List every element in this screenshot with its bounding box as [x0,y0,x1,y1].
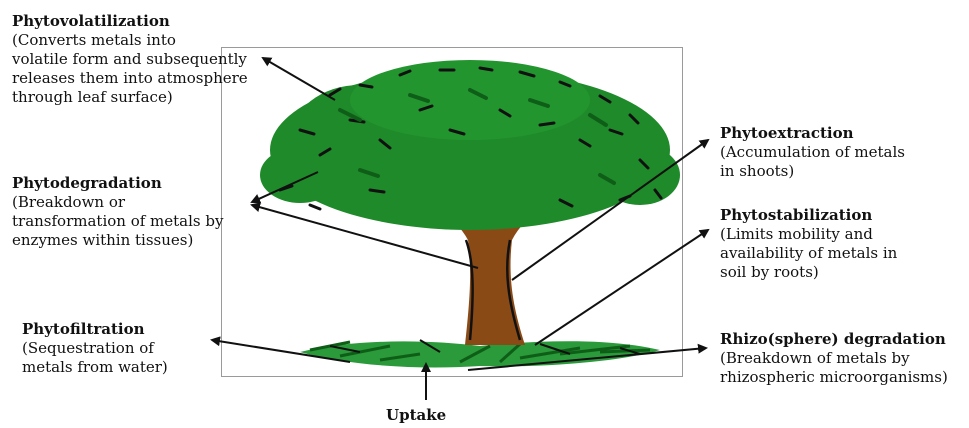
label-desc-line: (Converts metals into [12,31,176,49]
label-title: Phytostabilization [720,206,873,224]
arrow-phytostabilization [534,228,710,346]
label-desc-line: releases them into atmosphere [12,69,248,87]
label-desc-line: (Breakdown of metals by [720,349,910,367]
arrow-phytofiltration [210,336,351,363]
label-desc-line: availability of metals in [720,244,898,262]
label-phytostabilization: Phytostabilization (Limits mobility and … [720,206,897,282]
label-title: Rhizo(sphere) degradation [720,330,946,348]
label-title: Phytoextraction [720,124,854,142]
label-phytovolatilization: Phytovolatilization (Converts metals int… [12,12,248,107]
label-title: Phytofiltration [22,320,145,338]
arrow-phytoextraction [511,138,710,281]
arrow-phytovolatilization [261,56,336,101]
label-desc-line: (Accumulation of metals [720,143,905,161]
label-desc-line: (Breakdown or [12,193,126,211]
process-arrows [210,56,710,400]
label-desc-line: through leaf surface) [12,88,173,106]
label-phytodegradation: Phytodegradation (Breakdown or transform… [12,174,223,250]
arrow-rhizodegradation [467,343,708,371]
label-desc-line: (Sequestration of [22,339,154,357]
tree-image-frame [221,47,683,377]
label-title: Phytovolatilization [12,12,170,30]
label-uptake: Uptake [386,406,446,425]
arrow-phytodegradation-1 [250,171,319,204]
label-desc-line: (Limits mobility and [720,225,873,243]
label-desc-line: soil by roots) [720,263,819,281]
label-phytofiltration: Phytofiltration (Sequestration of metals… [22,320,168,377]
label-title: Uptake [386,406,447,424]
label-phytoextraction: Phytoextraction (Accumulation of metals … [720,124,905,181]
label-title: Phytodegradation [12,174,162,192]
arrow-phytodegradation-2 [250,202,479,269]
label-rhizodegradation: Rhizo(sphere) degradation (Breakdown of … [720,330,948,387]
label-desc-line: in shoots) [720,162,795,180]
label-desc-line: volatile form and subsequently [12,50,247,68]
label-desc-line: enzymes within tissues) [12,231,194,249]
label-desc-line: rhizospheric microorganisms) [720,368,948,386]
label-desc-line: transformation of metals by [12,212,224,230]
tree-canopy [260,60,680,230]
label-desc-line: metals from water) [22,358,168,376]
